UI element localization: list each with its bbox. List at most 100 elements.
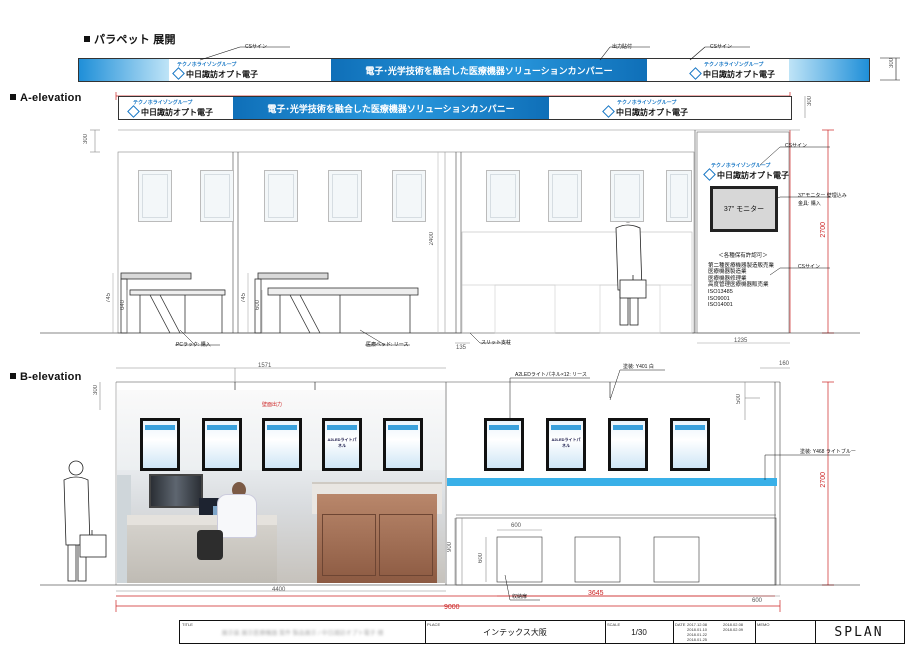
a-note-pc-rack: PCラック: 購入 bbox=[176, 342, 211, 348]
company-logo-icon bbox=[602, 105, 615, 118]
parapet-group-text-left: テクノホライゾングループ bbox=[177, 62, 237, 68]
b-dim-500: 500 bbox=[736, 394, 742, 405]
a-dim-2700: 2700 bbox=[820, 222, 827, 238]
wall-poster bbox=[392, 170, 426, 222]
license-item: 第二種医療機器製造販売業 bbox=[708, 262, 775, 269]
splan-logo: SPLAN bbox=[834, 624, 884, 640]
b-elevation-title-text: B-elevation bbox=[20, 371, 82, 383]
light-blue-stripe bbox=[447, 478, 777, 486]
tb-scale-cell: SCALE 1/30 bbox=[605, 621, 674, 643]
led-light-panel bbox=[608, 418, 648, 471]
b-dim-300: 300 bbox=[93, 385, 99, 396]
bullet-square-icon bbox=[84, 36, 90, 42]
b-note-storage: 収納扉 bbox=[512, 594, 528, 600]
a-dim-300-left: 300 bbox=[83, 134, 89, 145]
wall-poster bbox=[200, 170, 234, 222]
license-item: ISO14001 bbox=[708, 302, 733, 309]
license-title: ＜各種保有許認可＞ bbox=[718, 253, 768, 259]
tb-memo-cell: MEMO bbox=[755, 621, 816, 643]
tb-place-cell: PLACE インテックス大阪 bbox=[425, 621, 606, 643]
monitor-label: 37" モニター bbox=[713, 189, 775, 229]
a-dim-2400: 2400 bbox=[429, 232, 435, 246]
photo-cabinet-door bbox=[379, 514, 433, 576]
company-logo-icon bbox=[703, 168, 716, 181]
company-logo-icon bbox=[127, 105, 140, 118]
tb-title-value: 展示装 展示医療機器 案件 製品展示 / 中日諏訪オプト電子 様 bbox=[221, 630, 384, 637]
b-dim-900: 900 bbox=[447, 542, 453, 553]
a-elev-banner: テクノホライゾングループ 中日諏訪オプト電子 電子･光学技術を融合した医療機器ソ… bbox=[118, 96, 792, 120]
b-dim-600-side: 600 bbox=[478, 553, 484, 564]
monitor-37: 37" モニター bbox=[710, 186, 778, 232]
wall-poster bbox=[486, 170, 520, 222]
parapet-gradient-left bbox=[79, 59, 169, 81]
wall-poster bbox=[138, 170, 172, 222]
license-item: ISO9001 bbox=[708, 295, 730, 302]
company-name-text: 中日諏訪オプト電子 bbox=[717, 171, 789, 180]
tb-date: 2018.02.09 bbox=[723, 627, 744, 632]
parapet-group-text-right: テクノホライゾングループ bbox=[704, 62, 764, 68]
parapet-slogan: 電子･光学技術を融合した医療機器ソリューションカンパニー bbox=[331, 59, 647, 81]
company-name-text: 中日諏訪オプト電子 bbox=[616, 108, 688, 117]
b-note-wall-line: 塗装: Y468 ライトブルー bbox=[800, 449, 856, 455]
bullet-square-icon bbox=[10, 94, 16, 100]
led-light-panel bbox=[670, 418, 710, 471]
b-note-led-panel: A2LEDライトパネル×12: リース bbox=[515, 372, 587, 378]
b-elevation-section-title: B-elevation bbox=[10, 371, 82, 383]
led-light-panel bbox=[484, 418, 524, 471]
tb-date: 2017.12.08 bbox=[687, 622, 708, 627]
a-dim-745-desk1: 745 bbox=[106, 293, 112, 304]
a-note-cs-bottom: CSサイン bbox=[798, 264, 820, 270]
led-light-panel: A2LEDライトパネル bbox=[546, 418, 586, 471]
a-banner-group-left: テクノホライゾングループ bbox=[133, 100, 193, 106]
b-dim-2700: 2700 bbox=[820, 472, 827, 488]
license-item: 高度管理医療機器販売業 bbox=[708, 282, 769, 289]
a-dim-300-right: 300 bbox=[807, 96, 813, 107]
parapet-company-left: 中日諏訪オプト電子 bbox=[172, 67, 258, 80]
b-note-wall-paint: 塗装: Y401 白 bbox=[623, 364, 654, 370]
a-banner-company-right: 中日諏訪オプト電子 bbox=[602, 105, 688, 118]
led-light-panel bbox=[262, 418, 302, 471]
photo-xray-viewer bbox=[149, 474, 203, 508]
led-light-panel bbox=[383, 418, 423, 471]
tb-label-title: TITLE bbox=[182, 622, 193, 627]
a-banner-group-right: テクノホライゾングループ bbox=[617, 100, 677, 106]
title-block: TITLE 展示装 展示医療機器 案件 製品展示 / 中日諏訪オプト電子 様 P… bbox=[179, 620, 905, 644]
bullet-square-icon bbox=[10, 373, 16, 379]
a-note-slit: スリット支柱 bbox=[481, 340, 512, 346]
b-dim-9000: 9000 bbox=[444, 604, 460, 611]
company-name-text: 中日諏訪オプト電子 bbox=[703, 70, 775, 79]
b-note-output-photo: 壁面出力 bbox=[262, 402, 283, 408]
license-list: ＜各種保有許認可＞ 第二種医療機器製造販売業 医療機器製造業 医療機器修理業 高… bbox=[708, 253, 778, 309]
b-dim-600-right: 600 bbox=[752, 598, 763, 604]
license-item: 医療機器製造業 bbox=[708, 269, 747, 276]
a-note-cs-top: CSサイン bbox=[785, 143, 807, 149]
led-light-panel bbox=[202, 418, 242, 471]
a-note-bed: 医療ベッド: リース bbox=[366, 342, 409, 348]
a-banner-slogan: 電子･光学技術を融合した医療機器ソリューションカンパニー bbox=[233, 97, 549, 119]
wall-poster bbox=[264, 170, 298, 222]
tb-page-value: 1/30 bbox=[631, 627, 647, 637]
tb-label-place: PLACE bbox=[427, 622, 441, 627]
tb-date: 2018.01.22 bbox=[687, 632, 708, 637]
license-item: 医療機器修理業 bbox=[708, 275, 747, 282]
tb-place-value: インテックス大阪 bbox=[483, 627, 547, 637]
a-dim-135: 135 bbox=[456, 345, 467, 351]
b-dim-4400: 4400 bbox=[272, 587, 286, 593]
parapet-section-title: パラペット 展開 bbox=[84, 31, 176, 47]
b-dim-1571: 1571 bbox=[258, 363, 272, 369]
wall-poster bbox=[548, 170, 582, 222]
company-name-text: 中日諏訪オプト電子 bbox=[141, 108, 213, 117]
a-note-monitor-fee: 金具: 購入 bbox=[798, 201, 821, 207]
wall-poster bbox=[610, 170, 644, 222]
parapet-banner: テクノホライゾングループ 中日諏訪オプト電子 電子･光学技術を融合した医療機器ソ… bbox=[78, 58, 870, 82]
a-dim-1235: 1235 bbox=[734, 338, 748, 344]
a-right-company: 中日諏訪オプト電子 bbox=[703, 168, 789, 181]
tb-label-date: DATE bbox=[675, 622, 686, 627]
b-dim-3645: 3645 bbox=[588, 590, 604, 597]
parapet-gradient-right bbox=[789, 59, 869, 81]
a-right-group-text: テクノホライゾングループ bbox=[711, 163, 771, 169]
wall-poster bbox=[328, 170, 362, 222]
tb-title-cell: TITLE 展示装 展示医療機器 案件 製品展示 / 中日諏訪オプト電子 様 bbox=[180, 621, 426, 643]
photo-cabinet-body bbox=[317, 494, 437, 583]
